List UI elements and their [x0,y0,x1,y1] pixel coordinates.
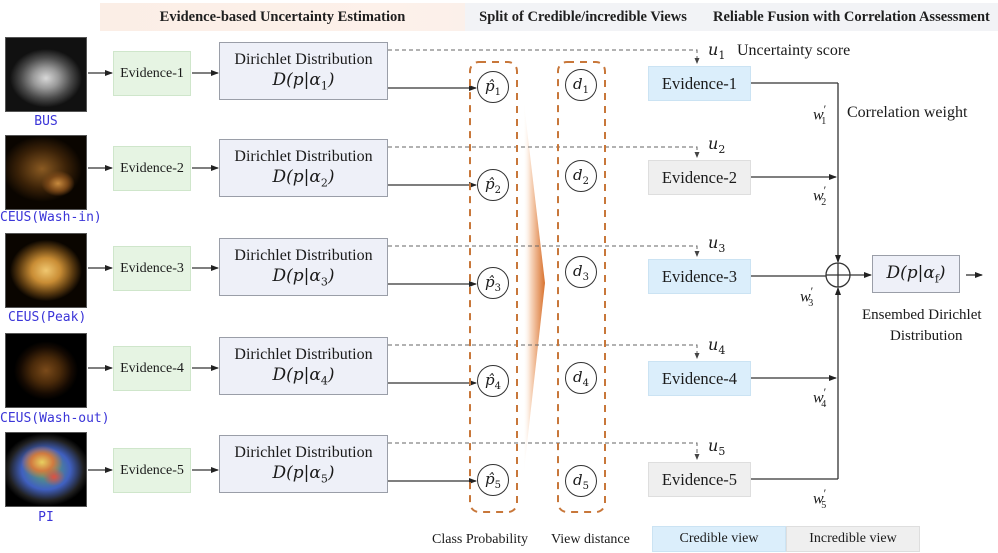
dirichlet-box-1: Dirichlet Distribution D(p|α1) [219,42,388,100]
ensembled-label-line1: Ensembed Dirichlet [862,307,982,323]
dirichlet-title: Dirichlet Distribution [234,444,373,461]
stage-header-label: Evidence-based Uncertainty Estimation [159,8,406,25]
legend-credible-view: Credible view [652,526,786,552]
correlation-weight-2: w′2 [813,183,827,208]
view-distance-node-1: d1 [565,69,597,101]
credible-evidence-box-4: Evidence-4 [648,361,751,396]
stage-header-label: Split of Credible/incredible Views [479,8,687,25]
class-probability-node-5: p̂5 [477,464,509,496]
view-distance-label: View distance [551,532,630,547]
ensembled-dirichlet-box: D(p|αf) [872,255,960,293]
dirichlet-formula: D(p|α5) [272,463,335,486]
uncertainty-dashed-link-5 [388,442,700,460]
view-image-3 [5,233,87,308]
stage-header-split-views: Split of Credible/incredible Views [465,3,701,31]
view-image-5 [5,432,87,507]
dirichlet-formula: D(p|α1) [272,70,335,93]
uncertainty-dashed-link-3 [388,245,700,257]
dirichlet-title: Dirichlet Distribution [234,247,373,264]
class-probability-node-4: p̂4 [477,365,509,397]
view-distance-node-2: d2 [565,160,597,192]
legend-label: Credible view [679,531,759,546]
uncertainty-score-5: u5 [708,436,726,459]
dirichlet-box-4: Dirichlet Distribution D(p|α4) [219,337,388,395]
correlation-weight-4: w′4 [813,385,827,410]
dirichlet-title: Dirichlet Distribution [234,346,373,363]
uncertainty-score-label: Uncertainty score [737,42,851,59]
uncertainty-dashed-link-2 [388,146,700,158]
view-distance-node-3: d3 [565,256,597,288]
view-distance-node-5: d5 [565,465,597,497]
uncertainty-score-2: u2 [708,134,726,157]
incredible-evidence-box-2: Evidence-2 [648,160,751,195]
view-caption-3: CEUS(Peak) [8,310,87,325]
view-image-2 [5,135,87,210]
dirichlet-formula: D(p|α2) [272,167,335,190]
correlation-weight-3: w′3 [800,284,814,309]
split-wedge-shape [523,95,545,480]
stage-header-uncertainty-estimation: Evidence-based Uncertainty Estimation [100,3,465,31]
stage-header-label: Reliable Fusion with Correlation Assessm… [713,8,990,25]
view-caption-1: BUS [34,114,58,129]
dirichlet-box-2: Dirichlet Distribution D(p|α2) [219,139,388,197]
evidence-box-1: Evidence-1 [113,51,191,96]
ensembled-formula: D(p|αf) [886,262,946,286]
view-image-1 [5,37,87,112]
view-distance-container [557,61,606,513]
view-image-4 [5,333,87,408]
view-caption-5: PI [38,510,54,525]
view-caption-2: CEUS(Wash-in) [0,210,102,225]
dirichlet-title: Dirichlet Distribution [234,51,373,68]
evidence-box-2: Evidence-2 [113,146,191,191]
uncertainty-score-1: u1 [708,40,726,63]
class-probability-node-3: p̂3 [477,267,509,299]
view-caption-4: CEUS(Wash-out) [0,411,110,426]
incredible-evidence-box-5: Evidence-5 [648,462,751,497]
legend-label: Incredible view [809,531,897,546]
correlation-weight-label: Correlation weight [847,104,968,121]
credible-evidence-box-3: Evidence-3 [648,259,751,294]
evidence-box-5: Evidence-5 [113,448,191,493]
ensembled-label-line2: Distribution [890,328,963,344]
uncertainty-score-3: u3 [708,233,726,256]
uncertainty-dashed-link-1 [388,49,700,64]
uncertainty-score-4: u4 [708,335,726,358]
class-probability-container [469,61,518,513]
dirichlet-formula: D(p|α4) [272,365,335,388]
correlation-weight-1: w′1 [813,102,827,127]
class-probability-node-2: p̂2 [477,169,509,201]
dirichlet-title: Dirichlet Distribution [234,148,373,165]
credible-evidence-box-1: Evidence-1 [648,66,751,101]
evidence-box-4: Evidence-4 [113,346,191,391]
evidence-box-3: Evidence-3 [113,246,191,291]
class-probability-label: Class Probability [432,532,529,547]
view-distance-node-4: d4 [565,362,597,394]
legend-incredible-view: Incredible view [786,526,920,552]
dirichlet-box-5: Dirichlet Distribution D(p|α5) [219,435,388,493]
class-probability-node-1: p̂1 [477,71,509,103]
correlation-weight-5: w′5 [813,486,827,511]
stage-header-reliable-fusion: Reliable Fusion with Correlation Assessm… [701,3,998,31]
dirichlet-box-3: Dirichlet Distribution D(p|α3) [219,238,388,296]
uncertainty-dashed-link-4 [388,344,700,359]
dirichlet-formula: D(p|α3) [272,266,335,289]
